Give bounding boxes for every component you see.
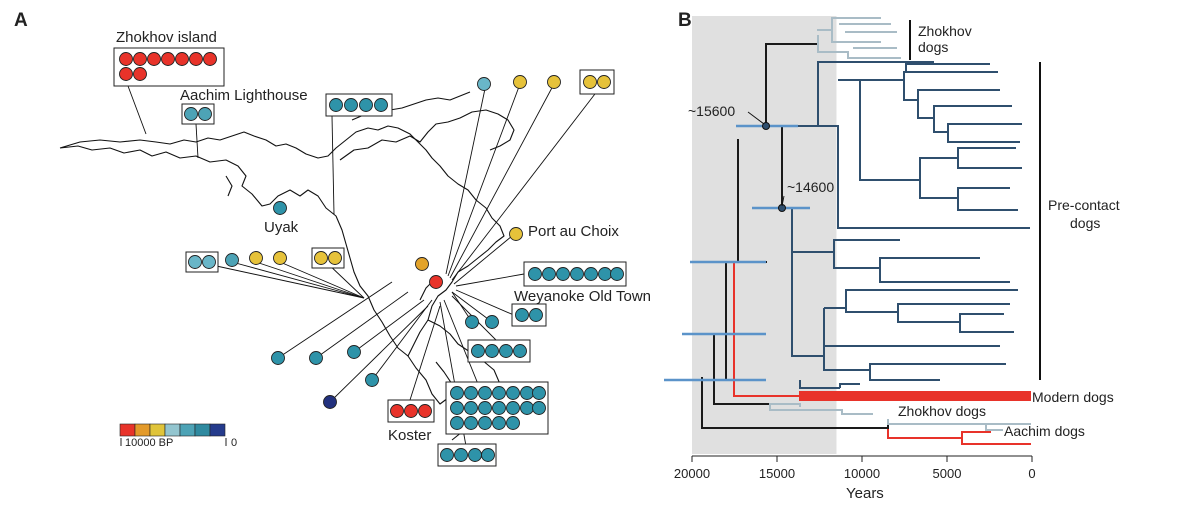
color-legend: 10000 BP 0 [119, 423, 237, 449]
label-koster: Koster [388, 427, 431, 444]
dot-west-4 [249, 251, 263, 265]
label-aachim-lighthouse: Aachim Lighthouse [180, 87, 308, 104]
dot-sw-1 [271, 351, 285, 365]
dot-west-3 [225, 253, 239, 267]
legend-left-label: 10000 BP [125, 437, 173, 449]
dot-west-7 [328, 251, 342, 265]
label-precontact-2: dogs [1070, 215, 1100, 231]
label-node-14600: ~14600 [787, 179, 834, 195]
dot-west-1 [188, 255, 202, 269]
clade-precontact [782, 61, 1030, 389]
dot-aachim-2 [198, 107, 212, 121]
x-axis: 20000 15000 10000 5000 0 [674, 455, 1036, 481]
dot-aachim-1 [184, 107, 198, 121]
label-node-15600: ~15600 [688, 103, 735, 119]
sample-box-se-row [467, 339, 531, 363]
label-zhokhov-island: Zhokhov island [116, 29, 217, 46]
clade-modern [733, 261, 1031, 445]
dot-west-2 [202, 255, 216, 269]
legend-right-label: 0 [231, 437, 237, 449]
panel-b-letter: B [678, 10, 692, 31]
dot-koster-3 [418, 404, 432, 418]
dot-sw-4 [365, 373, 379, 387]
node-leader-2 [781, 195, 785, 207]
node-marker-1 [762, 122, 770, 130]
label-aachim-dogs: Aachim dogs [1004, 423, 1085, 439]
dot-center-red [429, 275, 443, 289]
x-tick-label: 10000 [844, 466, 880, 481]
label-zhokhov-top-1: Zhokhov [918, 23, 972, 39]
label-modern-dogs: Modern dogs [1032, 389, 1114, 405]
dot-port-au-choix [509, 227, 523, 241]
x-tick-label: 5000 [933, 466, 962, 481]
label-weyanoke: Weyanoke Old Town [514, 288, 651, 305]
panel-a-letter: A [14, 10, 28, 31]
dot-se-2 [485, 315, 499, 329]
dots-alaska [329, 98, 388, 112]
node-confidence-bars [664, 124, 810, 382]
label-port-au-choix: Port au Choix [528, 223, 619, 240]
dot-ne-3 [547, 75, 561, 89]
panel-b: B [664, 10, 1120, 502]
x-tick-label: 0 [1028, 466, 1035, 481]
dot-se-3 [515, 308, 529, 322]
dot-ne-1 [477, 77, 491, 91]
dot-se-4 [529, 308, 543, 322]
dots-zhokhov [119, 52, 217, 81]
label-uyak: Uyak [264, 219, 299, 236]
panel-a: A [14, 10, 651, 467]
dots-weyanoke [528, 267, 624, 281]
dot-uyak [273, 201, 287, 215]
sample-box-alaska [325, 93, 393, 117]
x-axis-label: Years [846, 485, 884, 502]
dot-ne-5 [597, 75, 611, 89]
map-leader-lines [127, 83, 599, 447]
dot-ne-4 [583, 75, 597, 89]
x-tick-label: 15000 [759, 466, 795, 481]
dot-se-1 [465, 315, 479, 329]
node-leader-1 [747, 111, 765, 125]
label-zhokhov-bottom: Zhokhov dogs [898, 403, 986, 419]
dot-west-5 [273, 251, 287, 265]
dots-bottom [440, 448, 495, 462]
dot-sw-navy [323, 395, 337, 409]
x-tick-label: 20000 [674, 466, 710, 481]
dot-koster-2 [404, 404, 418, 418]
label-precontact-1: Pre-contact [1048, 197, 1120, 213]
dot-sw-2 [309, 351, 323, 365]
dot-sw-3 [347, 345, 361, 359]
dot-center-orange [415, 257, 429, 271]
dot-koster-1 [390, 404, 404, 418]
clade-zhokhov-top [817, 17, 901, 59]
label-zhokhov-top-2: dogs [918, 39, 948, 55]
dots-se-row [471, 344, 527, 358]
dot-west-6 [314, 251, 328, 265]
dots-grid [450, 386, 546, 430]
clade-zhokhov-bottom [769, 403, 1031, 431]
dot-ne-2 [513, 75, 527, 89]
